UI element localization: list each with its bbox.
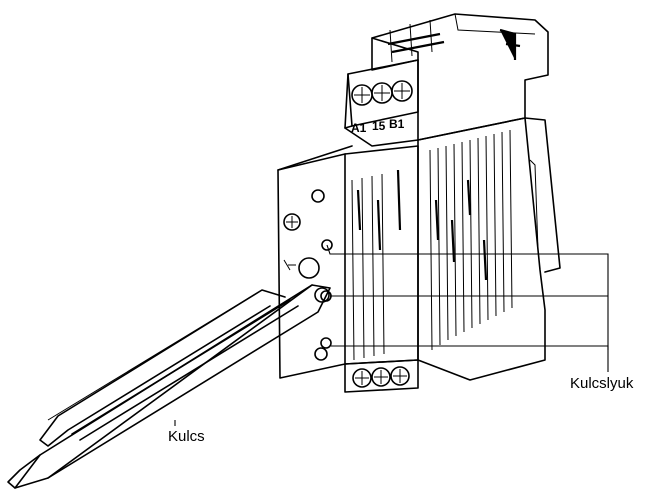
terminal-label-b1: B1 [389,117,405,131]
leader-keyhole-lower [331,345,609,372]
callout-leader-lines [174,244,609,426]
relay-front-panel [277,145,419,379]
terminal-label-15: 15 [372,119,386,133]
relay-housing [344,13,561,381]
terminal-labels: A1 15 B1 [351,117,405,135]
label-keyhole: Kulcslyuk [570,375,634,392]
side-printed-markings [429,129,513,351]
label-key: Kulcs [168,428,205,445]
bottom-terminal-block [344,359,419,393]
keyhole-upper [321,239,333,251]
front-controls [283,189,328,361]
leader-keyhole-upper [326,244,609,350]
keyhole-lower [320,337,332,349]
pen-key-illustration [7,284,331,489]
terminal-label-a1: A1 [351,121,367,135]
top-terminal-screws [351,80,413,106]
